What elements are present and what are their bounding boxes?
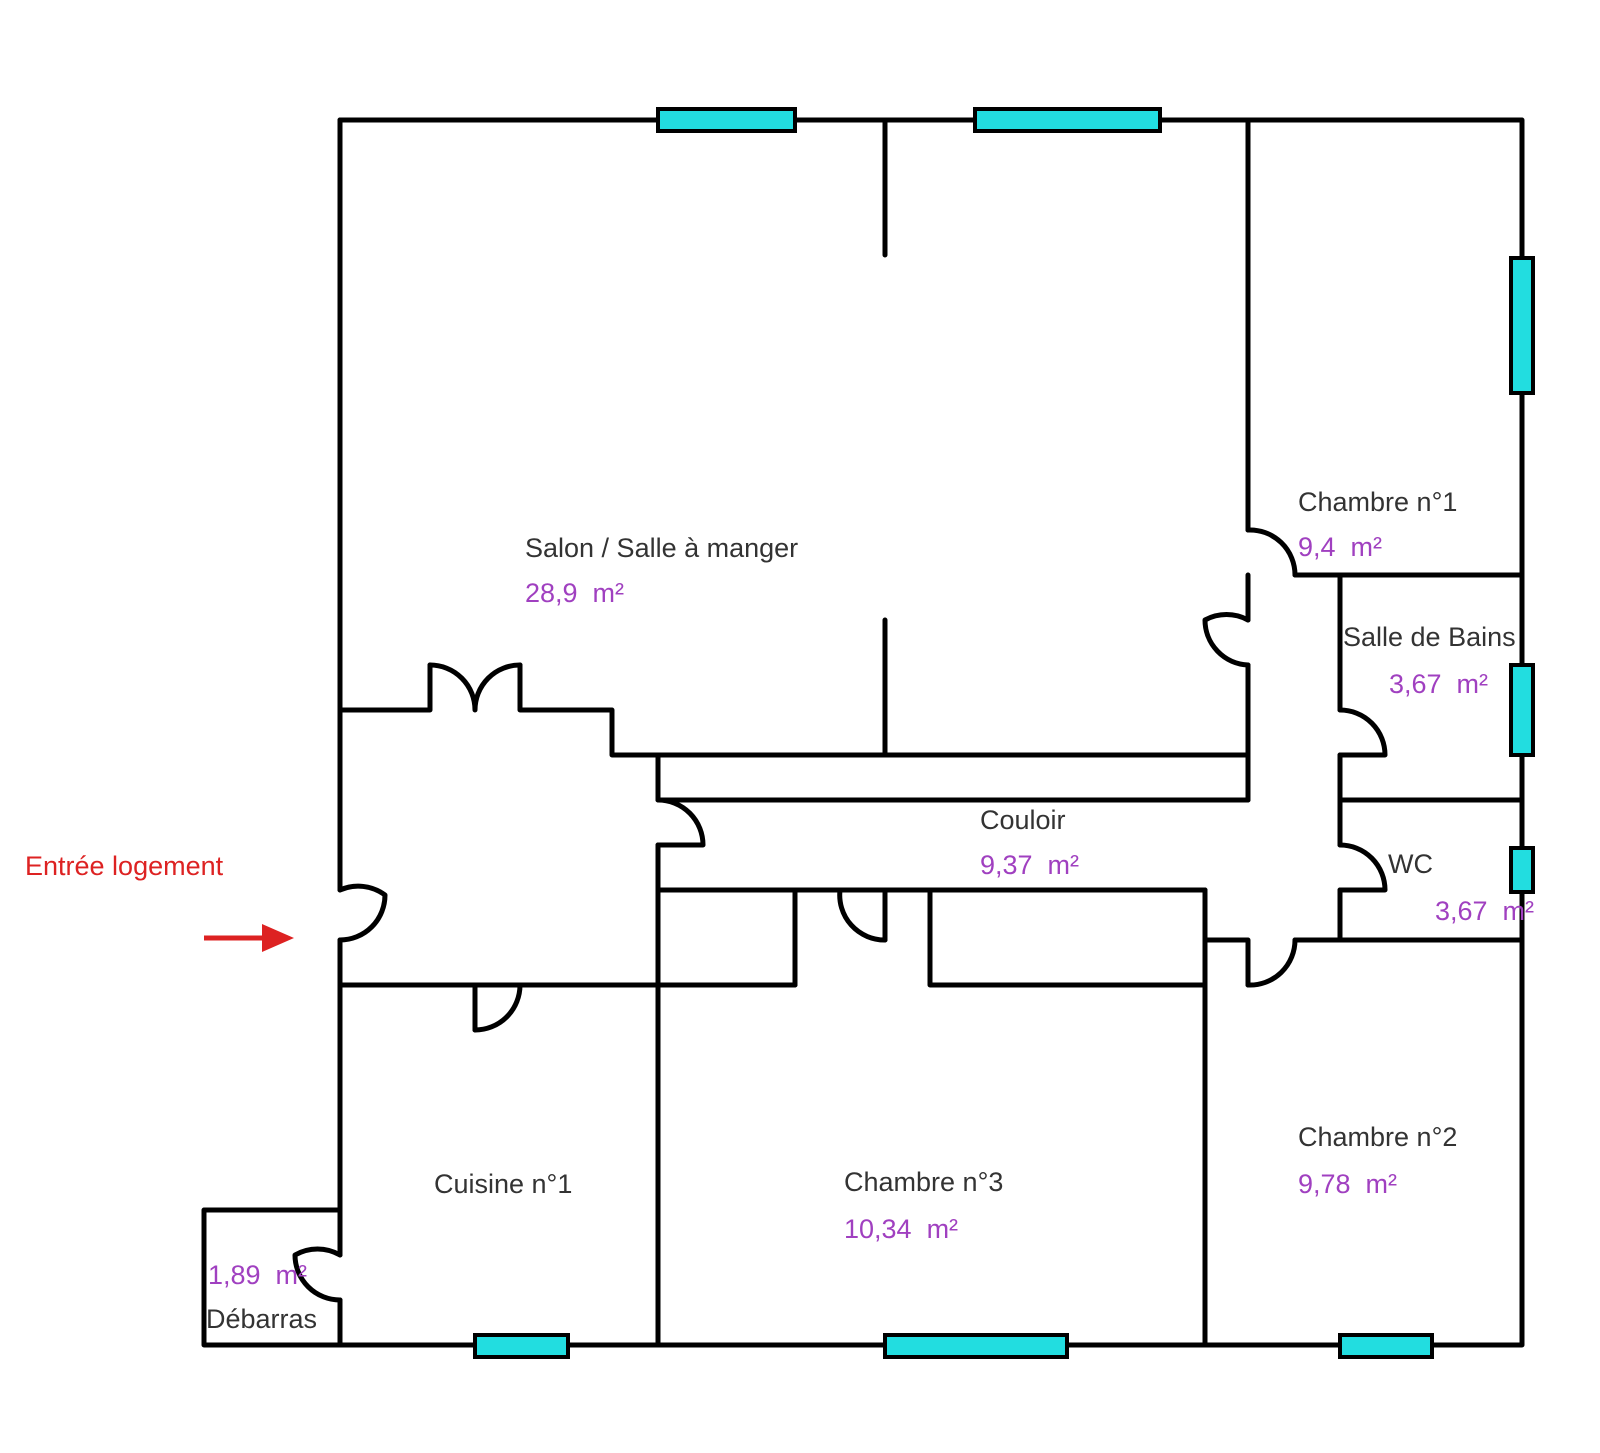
door-chambre3 (837, 887, 888, 943)
door-swings (292, 527, 1388, 1303)
door-salon-right (1202, 612, 1251, 668)
windows (473, 107, 1535, 1359)
arrow-head-icon (262, 924, 294, 952)
door-debarras (292, 1246, 343, 1303)
room-name-debarras: Débarras (206, 1304, 317, 1334)
room-name-cuisine: Cuisine n°1 (434, 1169, 572, 1199)
window (656, 107, 797, 133)
room-name-chambre3: Chambre n°3 (844, 1167, 1003, 1197)
room-area-debarras: 1,89 m² (208, 1260, 307, 1290)
room-area-chambre3: 10,34 m² (844, 1214, 958, 1244)
entry-label: Entrée logement (25, 851, 224, 881)
room-area-wc: 3,67 m² (1435, 896, 1534, 926)
window (883, 1333, 1069, 1359)
room-name-chambre2: Chambre n°2 (1298, 1122, 1457, 1152)
double-door-salon (427, 662, 523, 713)
window (973, 107, 1162, 133)
room-name-bath: Salle de Bains (1343, 622, 1516, 652)
room-area-chambre2: 9,78 m² (1298, 1169, 1397, 1199)
door-bath (1337, 707, 1388, 758)
window (473, 1333, 570, 1359)
entry-marker: Entrée logement (25, 851, 294, 952)
door-cuisine (472, 982, 523, 1033)
window (1509, 846, 1535, 894)
room-area-salon: 28,9 m² (525, 578, 624, 608)
window (1509, 663, 1535, 757)
entry-door (337, 883, 388, 943)
room-name-salon: Salon / Salle à manger (525, 533, 798, 563)
room-area-couloir: 9,37 m² (980, 850, 1079, 880)
window (1509, 256, 1535, 395)
room-area-bath: 3,67 m² (1389, 669, 1488, 699)
door-chambre1 (1245, 527, 1298, 578)
room-name-couloir: Couloir (980, 805, 1066, 835)
door-wc (1337, 842, 1388, 893)
walls (201, 117, 1525, 1348)
window (1338, 1333, 1434, 1359)
door-chambre2 (1245, 937, 1298, 988)
door-couloir (655, 797, 706, 848)
room-name-chambre1: Chambre n°1 (1298, 487, 1457, 517)
room-labels: Salon / Salle à manger 28,9 m² Chambre n… (206, 487, 1534, 1334)
room-name-wc: WC (1388, 849, 1433, 879)
room-area-chambre1: 9,4 m² (1298, 532, 1382, 562)
